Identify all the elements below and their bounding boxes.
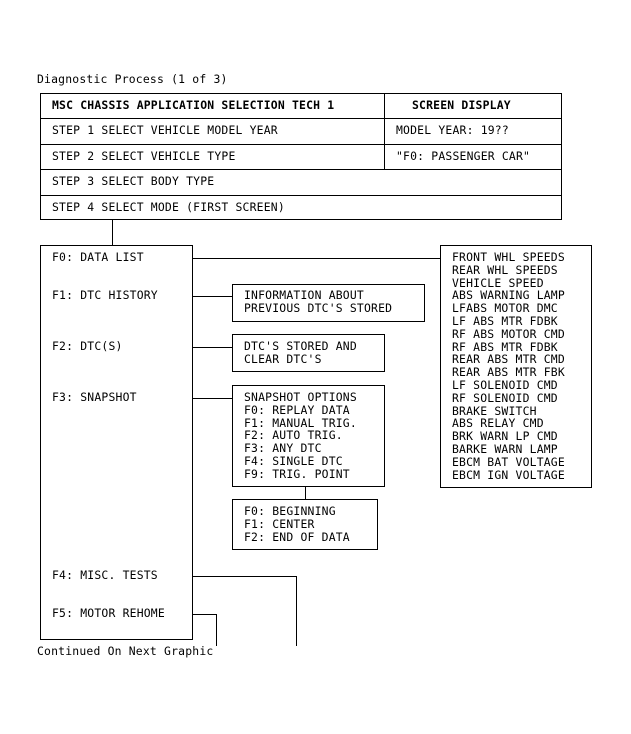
table-row-step: STEP 2 SELECT VEHICLE TYPE (52, 149, 236, 163)
menu-item-misc-tests: F4: MISC. TESTS (52, 568, 158, 582)
data-list-item: ABS WARNING LAMP (452, 288, 565, 303)
data-list-item: REAR ABS MTR FBK (452, 365, 565, 380)
data-list-item: REAR ABS MTR CMD (452, 352, 565, 367)
menu-item-snapshot: F3: SNAPSHOT (52, 390, 137, 404)
data-list-item: EBCM BAT VOLTAGE (452, 454, 565, 469)
connector-line (193, 347, 233, 348)
table-divider (40, 144, 562, 145)
data-list-item: LF SOLENOID CMD (452, 377, 558, 392)
data-list-item: RF SOLENOID CMD (452, 390, 558, 405)
connector-line (216, 614, 217, 646)
snapshot-option: F1: MANUAL TRIG. (244, 415, 357, 430)
connector-line (193, 258, 441, 259)
data-list-box (440, 245, 592, 488)
data-list-item: BRAKE SWITCH (452, 403, 537, 418)
connector-line (193, 614, 217, 615)
snapshot-option: F2: AUTO TRIG. (244, 428, 343, 443)
connector-line (193, 296, 233, 297)
data-list-item: LFABS MOTOR DMC (452, 301, 558, 316)
table-column-divider (384, 93, 385, 169)
snapshot-option: F0: REPLAY DATA (244, 402, 350, 417)
connector-line (305, 487, 306, 499)
table-row-step: STEP 4 SELECT MODE (FIRST SCREEN) (52, 200, 285, 214)
menu-item-dtc-history: F1: DTC HISTORY (52, 288, 158, 302)
data-list-item: BRK WARN LP CMD (452, 429, 558, 444)
data-list-item: RF ABS MTR FDBK (452, 339, 558, 354)
data-list-item: LF ABS MTR FDBK (452, 313, 558, 328)
table-row-step: STEP 1 SELECT VEHICLE MODEL YEAR (52, 123, 278, 137)
data-list-item: BARKE WARN LAMP (452, 441, 558, 456)
connector-line (193, 398, 233, 399)
snapshot-option: SNAPSHOT OPTIONS (244, 390, 357, 404)
dtc-box-line: DTC'S STORED AND (244, 339, 357, 353)
snapshot-option: F9: TRIG. POINT (244, 466, 350, 481)
dtc-box (232, 334, 385, 372)
data-list-item: ABS RELAY CMD (452, 416, 544, 431)
table-row-step: STEP 3 SELECT BODY TYPE (52, 174, 215, 188)
data-list-item: VEHICLE SPEED (452, 275, 544, 290)
table-header-left: MSC CHASSIS APPLICATION SELECTION TECH 1 (52, 98, 335, 112)
dtc-history-line: PREVIOUS DTC'S STORED (244, 301, 393, 315)
menu-item-motor-rehome: F5: MOTOR REHOME (52, 606, 165, 620)
table-divider (40, 169, 562, 170)
snapshot-option: F3: ANY DTC (244, 441, 322, 456)
data-list-item: FRONT WHL SPEEDS (452, 250, 565, 264)
dtc-box-line: CLEAR DTC'S (244, 352, 322, 366)
data-list-item: RF ABS MOTOR CMD (452, 326, 565, 341)
trigger-point-box (232, 499, 378, 550)
connector-line (296, 576, 297, 646)
page-title: Diagnostic Process (1 of 3) (37, 72, 228, 86)
dtc-history-box (232, 284, 425, 322)
data-list-item: REAR WHL SPEEDS (452, 262, 558, 277)
trigger-point-option: F2: END OF DATA (244, 529, 350, 544)
table-divider (40, 195, 562, 196)
footer-note: Continued On Next Graphic (37, 644, 214, 658)
connector-line (112, 220, 113, 245)
dtc-history-line: INFORMATION ABOUT (244, 288, 364, 302)
table-divider (40, 118, 562, 119)
trigger-point-option: F0: BEGINNING (244, 504, 336, 518)
selection-table (40, 93, 562, 220)
trigger-point-option: F1: CENTER (244, 516, 315, 531)
data-list-item: EBCM IGN VOLTAGE (452, 467, 565, 482)
connector-line (193, 576, 297, 577)
table-row-display: "F0: PASSENGER CAR" (396, 149, 531, 163)
menu-item-data-list: F0: DATA LIST (52, 250, 144, 264)
snapshot-options-box (232, 385, 385, 487)
snapshot-option: F4: SINGLE DTC (244, 453, 343, 468)
menu-item-dtcs: F2: DTC(S) (52, 339, 123, 353)
table-header-right: SCREEN DISPLAY (412, 98, 511, 112)
table-row-display: MODEL YEAR: 19?? (396, 123, 509, 137)
mode-menu-box (40, 245, 193, 640)
